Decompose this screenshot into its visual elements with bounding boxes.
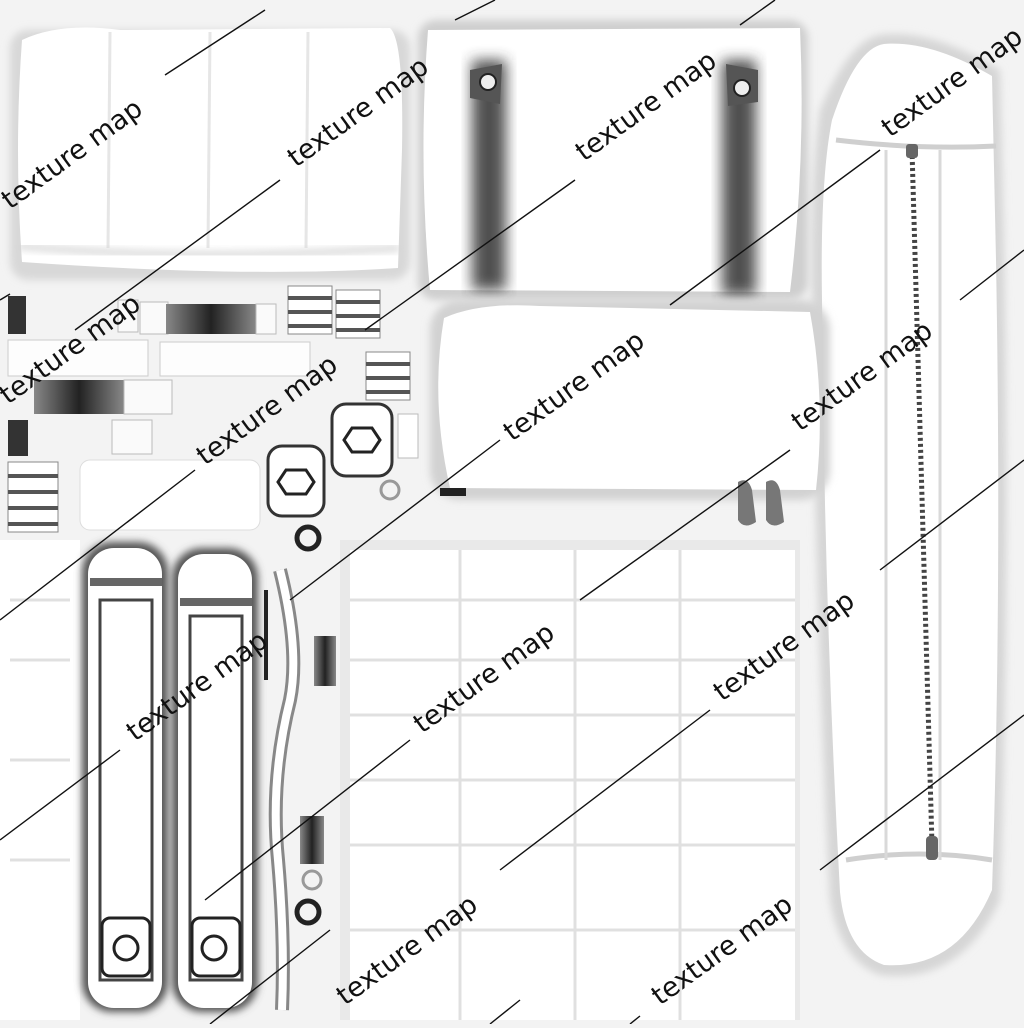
strap-left <box>82 542 168 1012</box>
hex-bolt-icon <box>200 934 228 962</box>
clasp-icon <box>738 480 784 526</box>
ring-icon <box>294 524 322 552</box>
left-edge-pieces <box>0 540 80 1020</box>
rivet-stack <box>7 461 59 533</box>
buckle-icon <box>726 64 758 106</box>
buckle-icon <box>470 64 502 104</box>
panel-top-left <box>10 27 410 280</box>
ring-icon <box>301 869 323 891</box>
ring-icon <box>379 479 401 501</box>
strap-right <box>172 548 258 1012</box>
ring-icon <box>294 898 322 926</box>
hex-bolt-icon <box>112 934 140 962</box>
grid-panel <box>340 540 800 1020</box>
zipper-track <box>909 149 935 846</box>
panel-top-center <box>418 20 808 300</box>
nut-plate-icon <box>330 402 394 478</box>
slats-block <box>287 285 411 401</box>
nut-plate-icon <box>266 444 326 518</box>
panel-middle <box>430 300 830 500</box>
zipper-top-icon <box>906 144 918 158</box>
sleeve-with-zipper <box>811 34 1007 977</box>
small-parts-cluster <box>7 285 784 926</box>
zipper-pull-icon <box>926 836 938 860</box>
cord-piece <box>264 568 301 1011</box>
